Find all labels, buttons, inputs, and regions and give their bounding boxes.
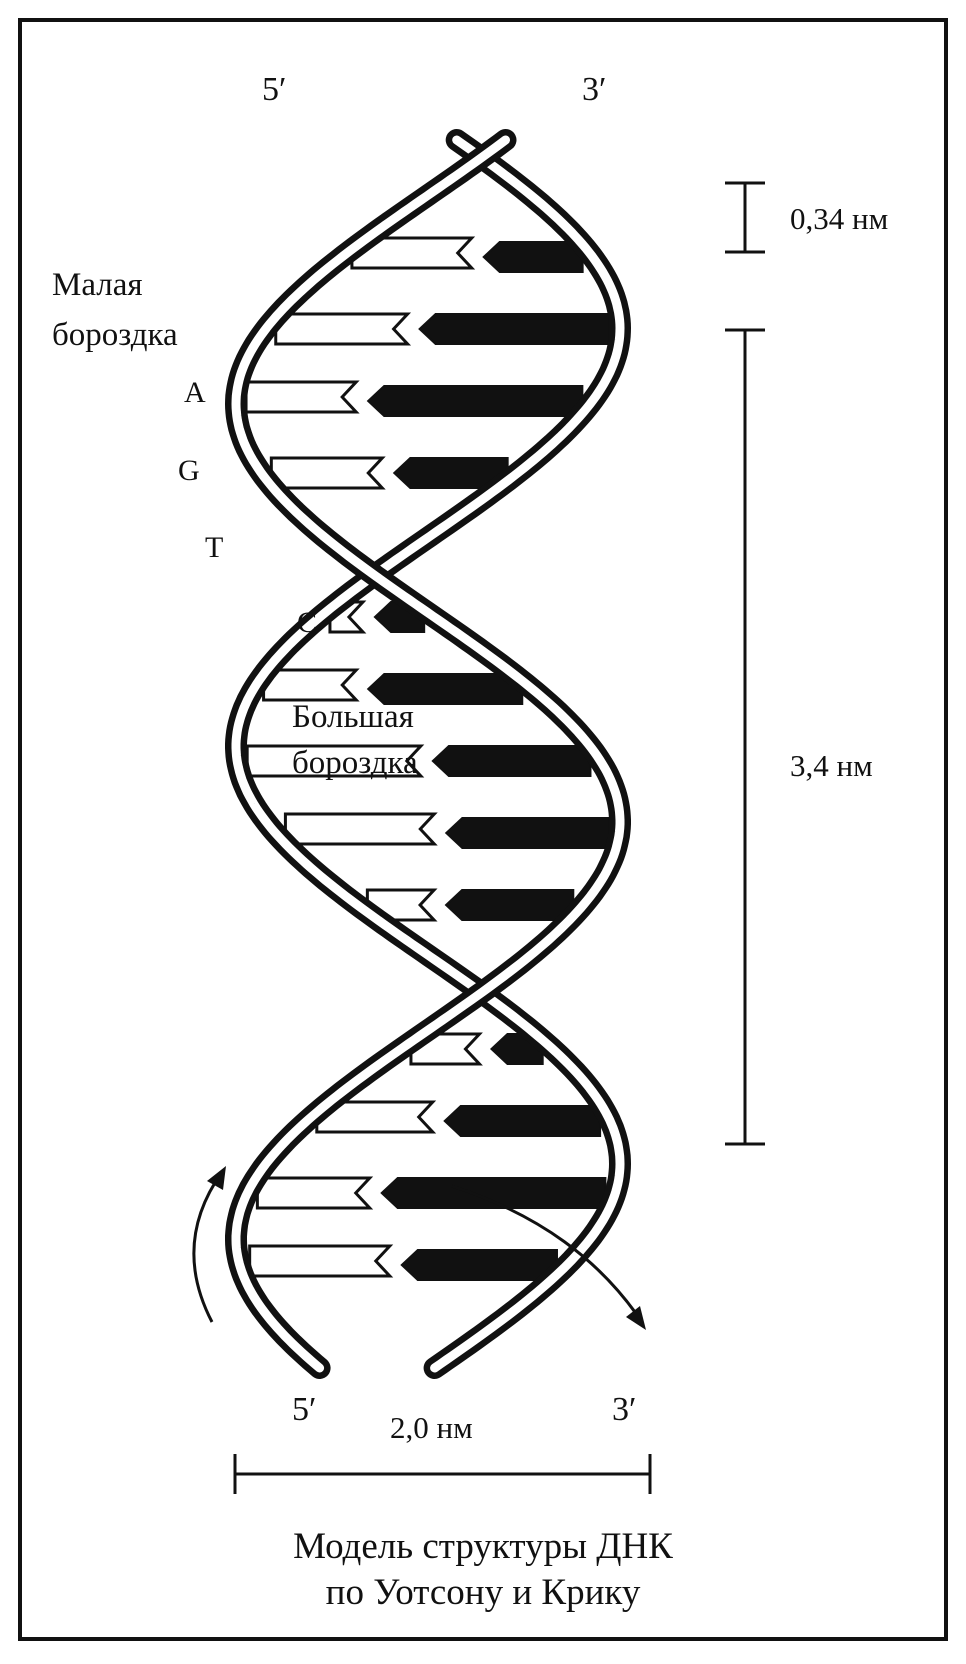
figure-frame: [18, 18, 948, 1641]
direction-arrows: [192, 1171, 644, 1323]
figure-caption-line1: Модель структуры ДНК: [293, 1526, 673, 1567]
helix-strands: [224, 129, 632, 1379]
major-groove-label-line2: бороздка: [292, 745, 418, 781]
scale-bar-base-step: [725, 181, 765, 254]
minor-groove-label-line2: бороздка: [52, 317, 178, 353]
dimension-helix-width: 2,0 нм: [390, 1410, 473, 1445]
base-slab-dark: [380, 1177, 607, 1209]
right-arrowhead-icon: [626, 1306, 646, 1330]
base-slab-light: [262, 668, 360, 702]
scale-bar-helix-turn: [725, 328, 765, 1146]
label-5-prime-bottom: 5′: [292, 1391, 317, 1428]
base-slab-light: [255, 1176, 374, 1210]
left-arrowhead-icon: [207, 1166, 226, 1190]
base-slab-dark: [444, 889, 575, 921]
base-slab-dark: [418, 313, 611, 345]
base-slab-dark: [443, 1105, 602, 1137]
base-label-c: C: [297, 606, 318, 639]
scale-bar-helix-width: [233, 1454, 652, 1494]
strand-a-ribbon: [231, 135, 625, 1373]
base-slab-light: [244, 380, 360, 414]
label-5-prime-top: 5′: [262, 71, 287, 108]
figure-caption-line2: по Уотсону и Крику: [325, 1572, 641, 1613]
label-3-prime-top: 3′: [582, 71, 607, 108]
base-slab-dark: [400, 1249, 558, 1281]
base-slab-light: [274, 312, 412, 346]
left-direction-arrow: [192, 1171, 224, 1323]
base-slab-light: [248, 1244, 394, 1278]
base-label-t: T: [205, 531, 224, 564]
arrowheads: [207, 1166, 646, 1330]
minor-groove-label-line1: Малая: [52, 267, 143, 303]
base-slab-light: [315, 1100, 437, 1134]
base-slab-dark: [444, 817, 611, 849]
dimension-base-step: 0,34 нм: [790, 201, 889, 236]
base-label-a: A: [184, 376, 206, 409]
major-groove-label-line1: Большая: [292, 699, 414, 735]
base-slab-dark: [482, 241, 584, 273]
base-slab-dark: [431, 745, 592, 777]
label-3-prime-bottom: 3′: [612, 1391, 637, 1428]
dimension-helix-turn: 3,4 нм: [790, 748, 873, 783]
base-slab-light: [283, 812, 438, 846]
base-label-g: G: [178, 454, 200, 487]
base-slab-dark: [366, 385, 584, 417]
strand-b-ribbon: [231, 135, 625, 1373]
base-slab-light: [269, 456, 386, 490]
base-pairs: [244, 236, 611, 1281]
right-direction-arrow: [451, 1184, 644, 1323]
